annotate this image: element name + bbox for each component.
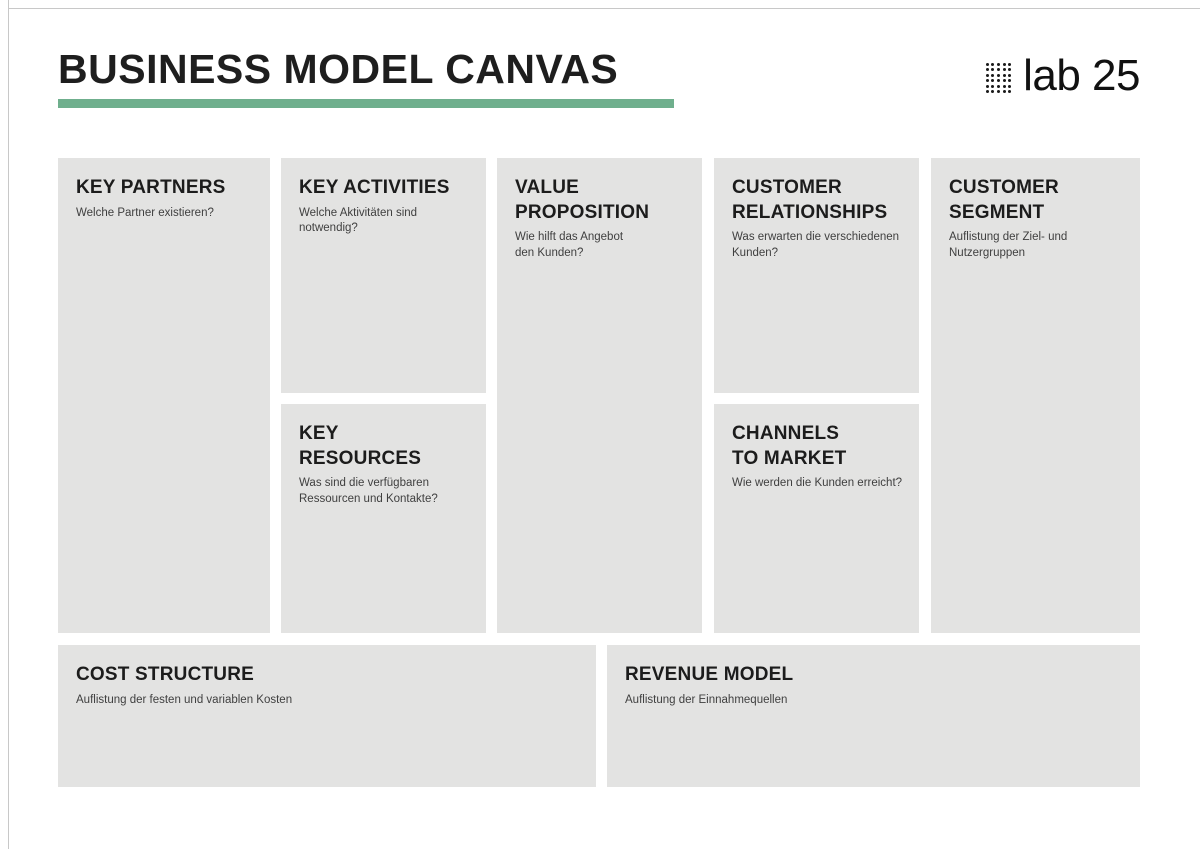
cell-subtitle: Auflistung der Ziel- und Nutzergruppen: [949, 231, 1068, 259]
canvas-cell-key-partners[interactable]: KEY PARTNERS Welche Partner existieren?: [58, 158, 270, 633]
cell-title: KEY ACTIVITIES: [299, 177, 450, 198]
canvas-cell-customer-segment[interactable]: CUSTOMER SEGMENT Auflistung der Ziel- un…: [931, 158, 1140, 633]
cell-subtitle: Wie hilft das Angebot den Kunden?: [515, 231, 624, 259]
canvas-cell-value-proposition[interactable]: VALUE PROPOSITION Wie hilft das Angebot …: [497, 158, 702, 633]
cell-title: CUSTOMER RELATIONSHIPS: [732, 177, 888, 223]
cell-subtitle: Wie werden die Kunden erreicht?: [732, 477, 903, 490]
page-title: BUSINESS MODEL CANVAS: [58, 46, 619, 92]
page-header: BUSINESS MODEL CANVAS lab 25: [0, 0, 1200, 140]
cell-subtitle: Welche Aktivitäten sind notwendig?: [299, 206, 418, 235]
canvas-cell-customer-relationships[interactable]: CUSTOMER RELATIONSHIPS Was erwarten die …: [714, 158, 919, 393]
page-border-top: [8, 8, 1200, 9]
canvas-cell-key-activities[interactable]: KEY ACTIVITIES Welche Aktivitäten sind n…: [281, 158, 486, 393]
cell-subtitle: Was sind die verfügbaren Ressourcen und …: [299, 477, 438, 505]
title-accent-rule: [58, 99, 674, 109]
title-block: BUSINESS MODEL CANVAS: [58, 46, 674, 109]
canvas-cell-channels-to-market[interactable]: CHANNELS TO MARKET Wie werden die Kunden…: [714, 404, 919, 633]
page-border-left: [8, 0, 9, 849]
canvas-cell-key-resources[interactable]: KEY RESOURCES Was sind die verfügbaren R…: [281, 404, 486, 633]
canvas-cell-revenue-model[interactable]: REVENUE MODEL Auflistung der Einnahmeque…: [607, 645, 1140, 787]
cell-title: COST STRUCTURE: [76, 664, 255, 685]
cell-subtitle: Auflistung der Einnahmequellen: [625, 693, 788, 706]
cell-subtitle: Was erwarten die verschiedenen Kunden?: [732, 231, 900, 259]
dot-grid-icon: [985, 62, 1012, 94]
cell-subtitle: Auflistung der festen und variablen Kost…: [76, 693, 293, 706]
cell-subtitle: Welche Partner existieren?: [76, 206, 214, 219]
brand-logo-text: lab 25: [1023, 51, 1140, 100]
cell-title: CHANNELS TO MARKET: [732, 423, 847, 469]
cell-title: KEY RESOURCES: [299, 423, 422, 469]
cell-title: VALUE PROPOSITION: [515, 177, 650, 223]
canvas-cell-cost-structure[interactable]: COST STRUCTURE Auflistung der festen und…: [58, 645, 596, 787]
cell-title: KEY PARTNERS: [76, 177, 226, 198]
cell-title: REVENUE MODEL: [625, 664, 794, 685]
brand-logo: lab 25: [985, 51, 1140, 100]
cell-title: CUSTOMER SEGMENT: [949, 177, 1059, 223]
